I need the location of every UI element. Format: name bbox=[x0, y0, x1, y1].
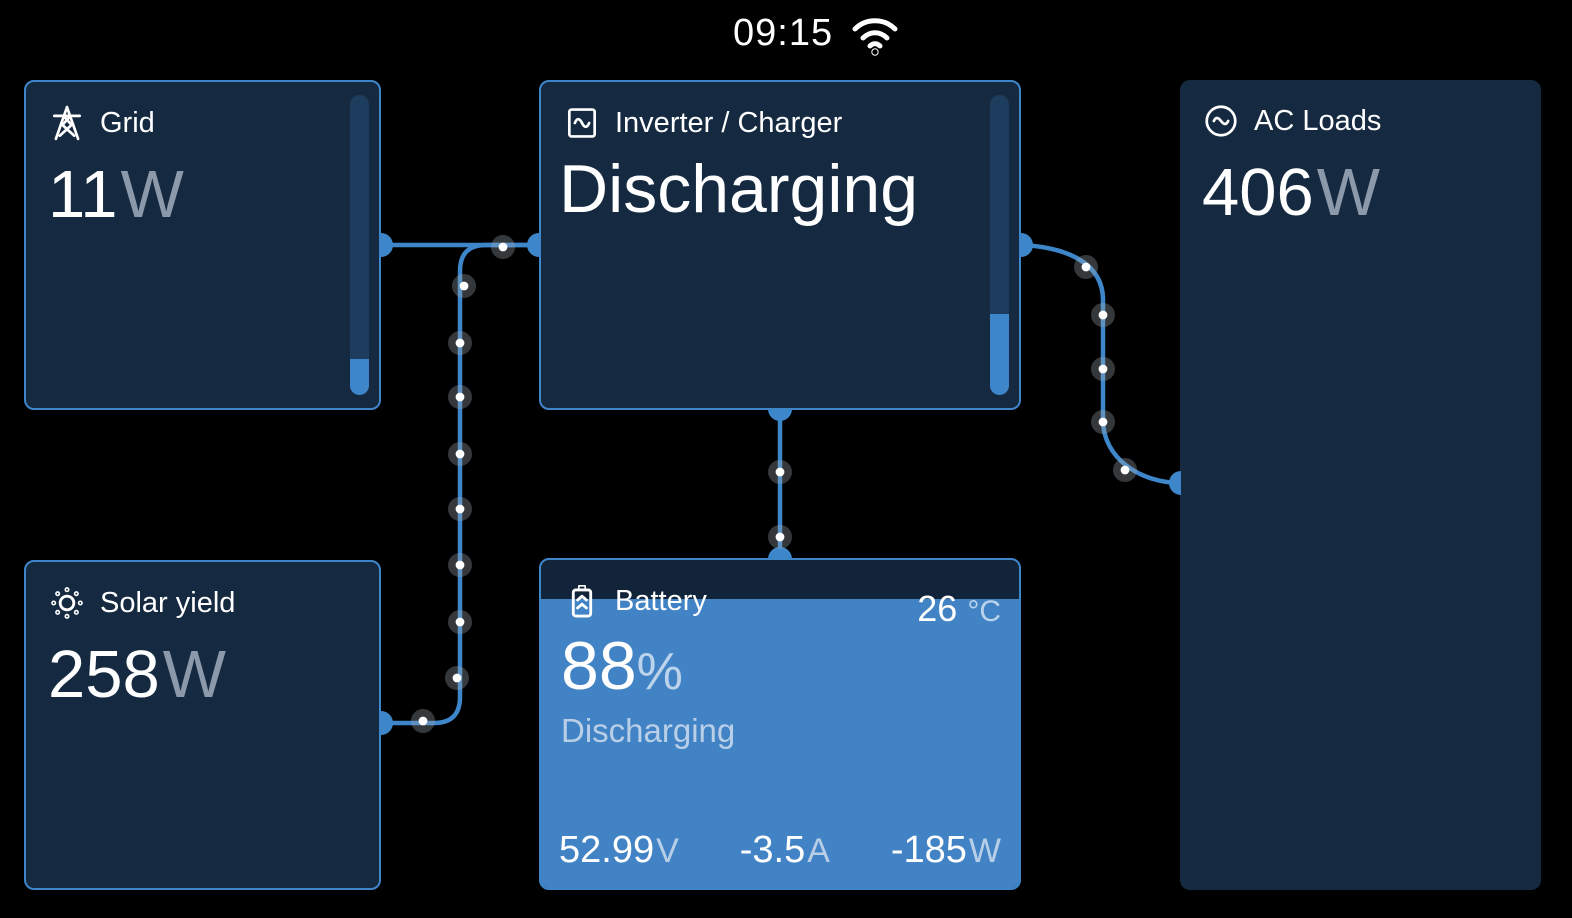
solar-power-number: 258 bbox=[48, 637, 160, 712]
ac-loads-power-unit: W bbox=[1316, 155, 1381, 230]
grid-card[interactable]: Grid 11W bbox=[24, 80, 381, 410]
battery-temperature: 26 °C bbox=[917, 588, 1001, 630]
connector-nub-inverter-bottom bbox=[768, 409, 792, 421]
battery-card-header: Battery bbox=[563, 582, 707, 620]
inverter-card[interactable]: Inverter / Charger Discharging bbox=[539, 80, 1021, 410]
grid-power-number: 11 bbox=[48, 157, 118, 232]
sun-icon bbox=[51, 587, 83, 619]
battery-state: Discharging bbox=[561, 712, 736, 749]
ac-loads-card[interactable]: AC Loads 406W bbox=[1180, 80, 1541, 890]
battery-card[interactable]: Battery 26 °C 88% Discharging 52.99V -3.… bbox=[539, 558, 1021, 890]
status-bar: 09:15 bbox=[0, 0, 1572, 70]
inverter-card-label: Inverter / Charger bbox=[615, 106, 843, 139]
battery-soc-number: 88 bbox=[561, 628, 637, 704]
flow-dots-solar bbox=[411, 235, 515, 733]
battery-power: -185W bbox=[890, 829, 1001, 871]
ac-loads-power-value: 406W bbox=[1202, 148, 1380, 238]
connector-nub-solar-right bbox=[381, 711, 393, 735]
solar-card[interactable]: Solar yield 258W bbox=[24, 560, 381, 890]
battery-soc-fill bbox=[541, 599, 1019, 888]
battery-charge-icon bbox=[571, 585, 593, 618]
battery-soc: 88% bbox=[561, 622, 683, 710]
grid-power-value: 11W bbox=[48, 150, 184, 240]
connector-nub-inverter-left bbox=[527, 233, 539, 257]
ac-loads-card-label: AC Loads bbox=[1254, 104, 1382, 137]
clock: 09:15 bbox=[733, 12, 834, 54]
inverter-card-header: Inverter / Charger bbox=[563, 104, 842, 142]
solar-card-header: Solar yield bbox=[48, 584, 235, 622]
wifi-icon bbox=[852, 18, 898, 56]
flow-dots-battery bbox=[768, 460, 792, 549]
battery-soc-unit: % bbox=[636, 643, 683, 701]
flow-dots-acloads bbox=[1074, 255, 1137, 482]
solar-card-label: Solar yield bbox=[100, 586, 236, 619]
grid-power-gauge-fill bbox=[350, 359, 369, 395]
solar-power-value: 258W bbox=[48, 630, 226, 720]
inverter-power-gauge bbox=[990, 95, 1009, 395]
grid-power-unit: W bbox=[120, 157, 184, 232]
battery-card-label: Battery bbox=[615, 584, 707, 617]
battery-temperature-unit: °C bbox=[967, 595, 1001, 628]
power-line-inverter-acloads bbox=[1020, 242, 1182, 486]
inverter-power-gauge-fill bbox=[990, 314, 1009, 395]
battery-temperature-number: 26 bbox=[917, 588, 958, 629]
solar-power-unit: W bbox=[162, 637, 227, 712]
ac-loads-card-header: AC Loads bbox=[1202, 102, 1381, 140]
ac-loads-power-number: 406 bbox=[1202, 155, 1314, 230]
connector-nub-inverter-right bbox=[1021, 233, 1033, 257]
battery-voltage: 52.99V bbox=[559, 829, 679, 871]
power-line-solar-inverter bbox=[381, 242, 539, 726]
power-pylon-icon bbox=[52, 105, 82, 141]
ac-sine-circle-icon bbox=[1205, 105, 1237, 137]
grid-card-header: Grid bbox=[48, 104, 155, 142]
battery-measurements: 52.99V -3.5A -185W bbox=[559, 829, 1001, 872]
grid-power-gauge bbox=[350, 95, 369, 395]
grid-card-label: Grid bbox=[100, 106, 155, 139]
connector-nub-grid-right bbox=[381, 233, 393, 257]
battery-current: -3.5A bbox=[739, 829, 830, 871]
inverter-state: Discharging bbox=[559, 151, 919, 227]
inverter-sine-icon bbox=[567, 108, 597, 138]
